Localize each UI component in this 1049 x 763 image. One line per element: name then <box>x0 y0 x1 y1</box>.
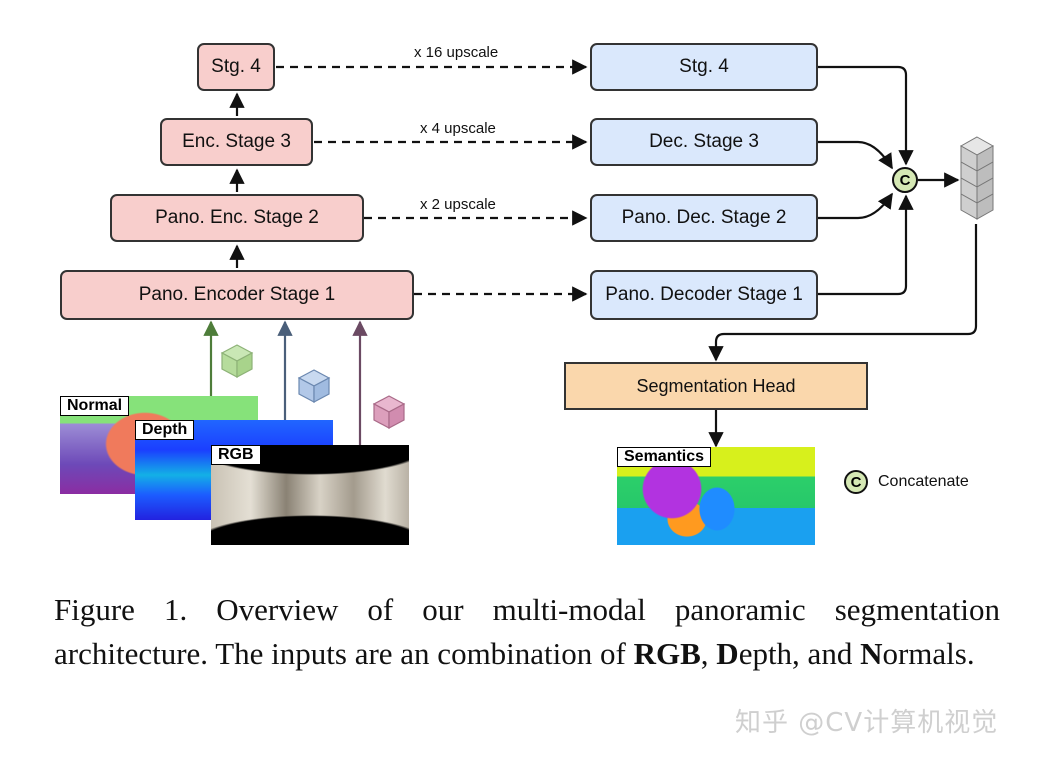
wire-dec2-concat <box>818 192 893 220</box>
caption-n: N <box>860 636 883 671</box>
figure-caption: Figure 1. Overview of our multi-modal pa… <box>54 588 1000 676</box>
semantics-output-image: Semantics <box>617 447 815 545</box>
caption-normals-rest: ormals. <box>882 636 975 671</box>
wire-features-head <box>708 224 978 362</box>
caption-d: D <box>716 636 739 671</box>
decoder-stage-1: Pano. Decoder Stage 1 <box>590 270 818 320</box>
depth-cube-icon <box>297 369 331 403</box>
upscale-label-x16: x 16 upscale <box>414 44 499 61</box>
upscale-label-x4: x 4 upscale <box>420 120 496 137</box>
encoder-stage-1: Pano. Encoder Stage 1 <box>60 270 414 320</box>
concatenate-legend-icon: C <box>844 470 868 494</box>
normal-cube-icon <box>220 344 254 378</box>
legend-text: Concatenate <box>878 473 969 490</box>
depth-tag: Depth <box>135 420 195 440</box>
decoder-stage-2: Pano. Dec. Stage 2 <box>590 194 818 242</box>
rgb-input-image: RGB <box>211 445 409 545</box>
concat-node <box>892 167 918 193</box>
semantics-tag: Semantics <box>617 447 712 467</box>
feature-stack-icon <box>959 136 995 220</box>
rgb-cube-icon <box>372 395 406 429</box>
encoder-stage-3: Enc. Stage 3 <box>160 118 313 166</box>
caption-sep: , <box>700 636 717 671</box>
normal-tag: Normal <box>60 396 130 416</box>
caption-prefix: Figure 1. Overview of our multi-modal pa… <box>54 592 1000 671</box>
decoder-stage-3: Dec. Stage 3 <box>590 118 818 166</box>
encoder-stage-2: Pano. Enc. Stage 2 <box>110 194 364 242</box>
wire-dec3-concat <box>818 140 893 170</box>
watermark: 知乎 @CV计算机视觉 <box>735 708 999 738</box>
wire-dec4-concat <box>818 65 914 166</box>
encoder-stage-4: Stg. 4 <box>197 43 275 91</box>
upscale-label-x2: x 2 upscale <box>420 196 496 213</box>
decoder-stage-4: Stg. 4 <box>590 43 818 91</box>
legend: C Concatenate <box>844 470 969 494</box>
caption-rgb: RGB <box>633 636 701 671</box>
caption-depth-rest: epth, and <box>738 636 861 671</box>
wire-dec1-concat <box>818 194 914 296</box>
segmentation-head: Segmentation Head <box>564 362 868 410</box>
concat-symbol: C <box>899 171 911 189</box>
rgb-tag: RGB <box>211 445 261 465</box>
